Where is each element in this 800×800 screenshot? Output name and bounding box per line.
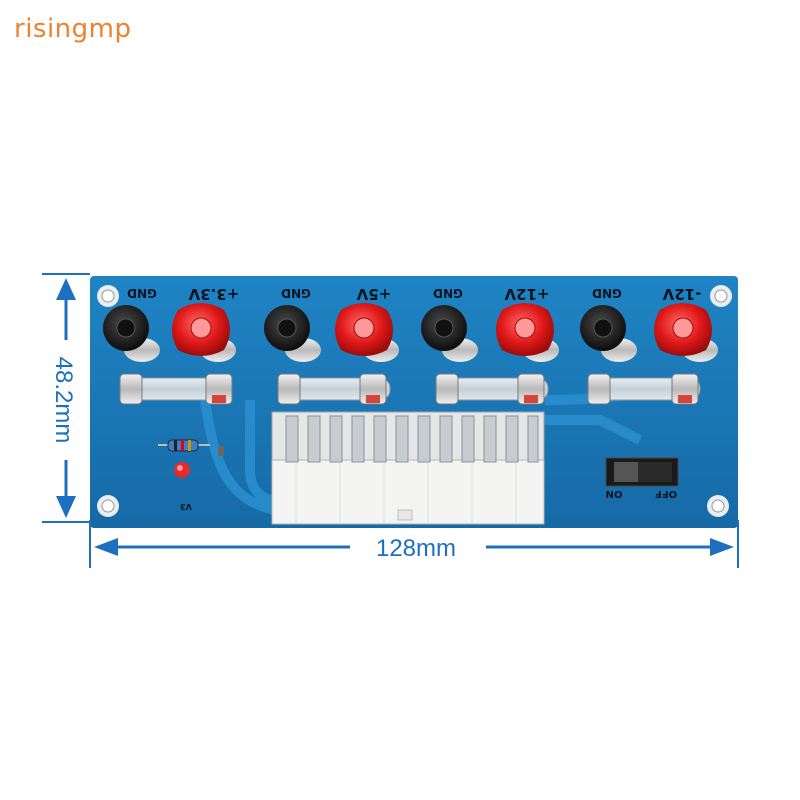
- switch-off-label: OFF: [655, 488, 677, 499]
- terminal-label: GND: [127, 286, 157, 300]
- glass-fuse: [587, 373, 701, 405]
- black-binding-post: [103, 305, 160, 362]
- glass-fuse: [435, 373, 549, 405]
- terminal-label: GND: [433, 286, 463, 300]
- height-dimension-label: 48.2mm: [50, 357, 77, 444]
- terminal-label: +5V: [356, 285, 391, 303]
- width-dimension-label: 128mm: [376, 535, 456, 562]
- black-binding-post: [421, 305, 478, 362]
- terminal-label: +3.3V: [188, 285, 239, 303]
- terminal-labels: GND +3.3V GND +5V GND +12V GND -12V: [127, 285, 701, 303]
- switch-on-label: ON: [606, 488, 623, 499]
- fuses: [119, 373, 701, 405]
- black-binding-post: [264, 305, 321, 362]
- smd-component: [218, 446, 224, 456]
- version-mark: V3: [180, 502, 192, 511]
- terminal-label: GND: [592, 286, 622, 300]
- glass-fuse: [277, 373, 391, 405]
- watermark-text: risingmp: [14, 14, 132, 44]
- led-indicator: [174, 462, 190, 478]
- glass-fuse: [119, 373, 233, 405]
- resistor: [158, 439, 210, 452]
- terminal-label: -12V: [662, 285, 701, 303]
- atx-24-pin-connector: [271, 411, 545, 525]
- power-slide-switch: [605, 457, 679, 487]
- red-binding-post: [172, 303, 236, 362]
- black-binding-post: [580, 305, 637, 362]
- terminal-label: GND: [281, 286, 311, 300]
- terminal-label: +12V: [504, 285, 549, 303]
- red-binding-post: [496, 303, 559, 362]
- width-dimension: [89, 520, 739, 568]
- red-binding-post: [654, 303, 718, 362]
- mounting-holes: [97, 285, 732, 517]
- red-binding-post: [335, 303, 399, 362]
- height-dimension: [42, 273, 90, 523]
- binding-posts: [103, 303, 718, 362]
